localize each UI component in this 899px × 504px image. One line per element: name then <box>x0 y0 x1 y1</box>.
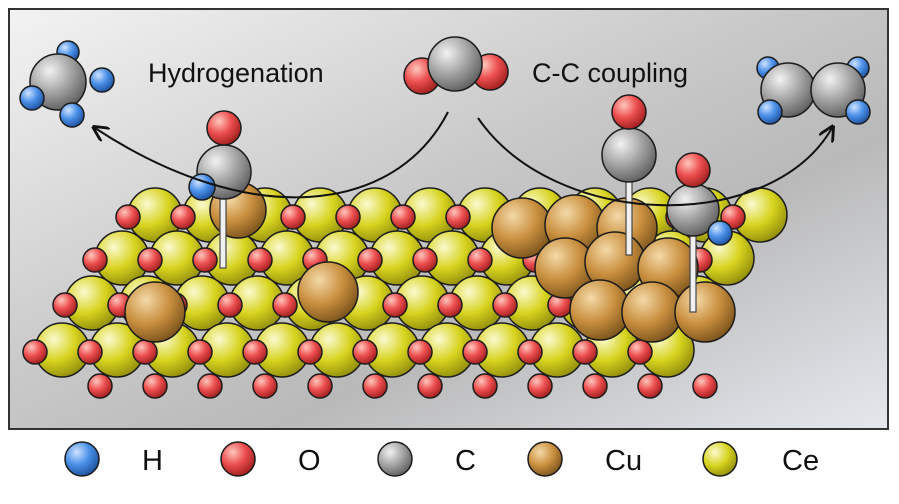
o-atom <box>82 247 108 273</box>
o-atom <box>417 373 443 399</box>
o-atom <box>252 373 278 399</box>
legend-item-h: H <box>64 441 163 477</box>
legend-item-cu: Cu <box>527 441 642 477</box>
o-atom <box>197 373 223 399</box>
o-atom <box>462 339 488 365</box>
o-atom <box>445 204 471 230</box>
o-atom <box>517 339 543 365</box>
o-atom <box>362 373 388 399</box>
o-atom <box>627 339 653 365</box>
o-atom <box>492 292 518 318</box>
o-atom <box>472 373 498 399</box>
o-atom <box>437 292 463 318</box>
o-atom <box>206 110 242 146</box>
o-atom <box>280 204 306 230</box>
o-atom <box>407 339 433 365</box>
o-atom <box>352 339 378 365</box>
o-atom <box>272 292 298 318</box>
o-atom <box>382 292 408 318</box>
legend-item-ce: Ce <box>702 441 819 477</box>
h-atom <box>757 99 783 125</box>
coupling-arrow <box>477 117 832 207</box>
o-atom <box>192 247 218 273</box>
legend-swatch-ce <box>702 441 738 477</box>
legend-item-c: C <box>377 441 476 477</box>
o-atom <box>527 373 553 399</box>
legend-label-ce: Ce <box>782 445 819 477</box>
catalyst-surface <box>22 181 788 399</box>
o-atom <box>637 373 663 399</box>
o-atom <box>692 373 718 399</box>
o-atom <box>52 292 78 318</box>
cu-atom <box>674 281 736 343</box>
o-atom <box>582 373 608 399</box>
h-atom <box>188 173 216 201</box>
cc-coupling-label: C-C coupling <box>532 58 688 88</box>
c-atom <box>427 36 483 92</box>
h-atom <box>845 99 871 125</box>
adsorption-bond <box>219 189 227 269</box>
o-atom <box>335 204 361 230</box>
cu-atom <box>297 261 359 323</box>
legend-swatch-cu <box>527 441 563 477</box>
o-atom <box>297 339 323 365</box>
legend-swatch-o <box>220 441 256 477</box>
reaction-arrows <box>95 111 832 207</box>
adsorbates <box>188 94 733 313</box>
cu-atom <box>569 279 631 341</box>
h-atom <box>89 67 115 93</box>
o-atom <box>611 94 647 130</box>
c-atom <box>601 127 657 183</box>
o-atom <box>115 204 141 230</box>
hydrogenation-arrow <box>95 111 449 199</box>
o-atom <box>412 247 438 273</box>
o-atom <box>247 247 273 273</box>
o-atom <box>87 373 113 399</box>
o-atom <box>357 247 383 273</box>
o-atom <box>675 152 711 188</box>
cu-atom <box>124 281 186 343</box>
h-atom <box>707 220 733 246</box>
o-atom <box>137 247 163 273</box>
legend-label-o: O <box>298 445 321 477</box>
o-atom <box>170 204 196 230</box>
legend-label-cu: Cu <box>605 445 642 477</box>
hydrogenation-label: Hydrogenation <box>148 58 324 88</box>
o-atom <box>22 339 48 365</box>
o-atom <box>572 339 598 365</box>
gas-molecules <box>19 36 871 128</box>
o-atom <box>142 373 168 399</box>
o-atom <box>187 339 213 365</box>
o-atom <box>217 292 243 318</box>
legend-label-h: H <box>142 445 163 477</box>
legend-item-o: O <box>220 441 321 477</box>
atom-legend: H O C Cu Ce <box>64 441 819 477</box>
legend-swatch-h <box>64 441 100 477</box>
h-atom <box>59 102 85 128</box>
o-atom <box>307 373 333 399</box>
legend-label-c: C <box>455 445 476 477</box>
o-atom <box>467 247 493 273</box>
cu-atom <box>621 281 683 343</box>
h-atom <box>19 85 45 111</box>
o-atom <box>390 204 416 230</box>
o-atom <box>242 339 268 365</box>
legend-swatch-c <box>377 441 413 477</box>
o-atom <box>77 339 103 365</box>
o-atom <box>132 339 158 365</box>
